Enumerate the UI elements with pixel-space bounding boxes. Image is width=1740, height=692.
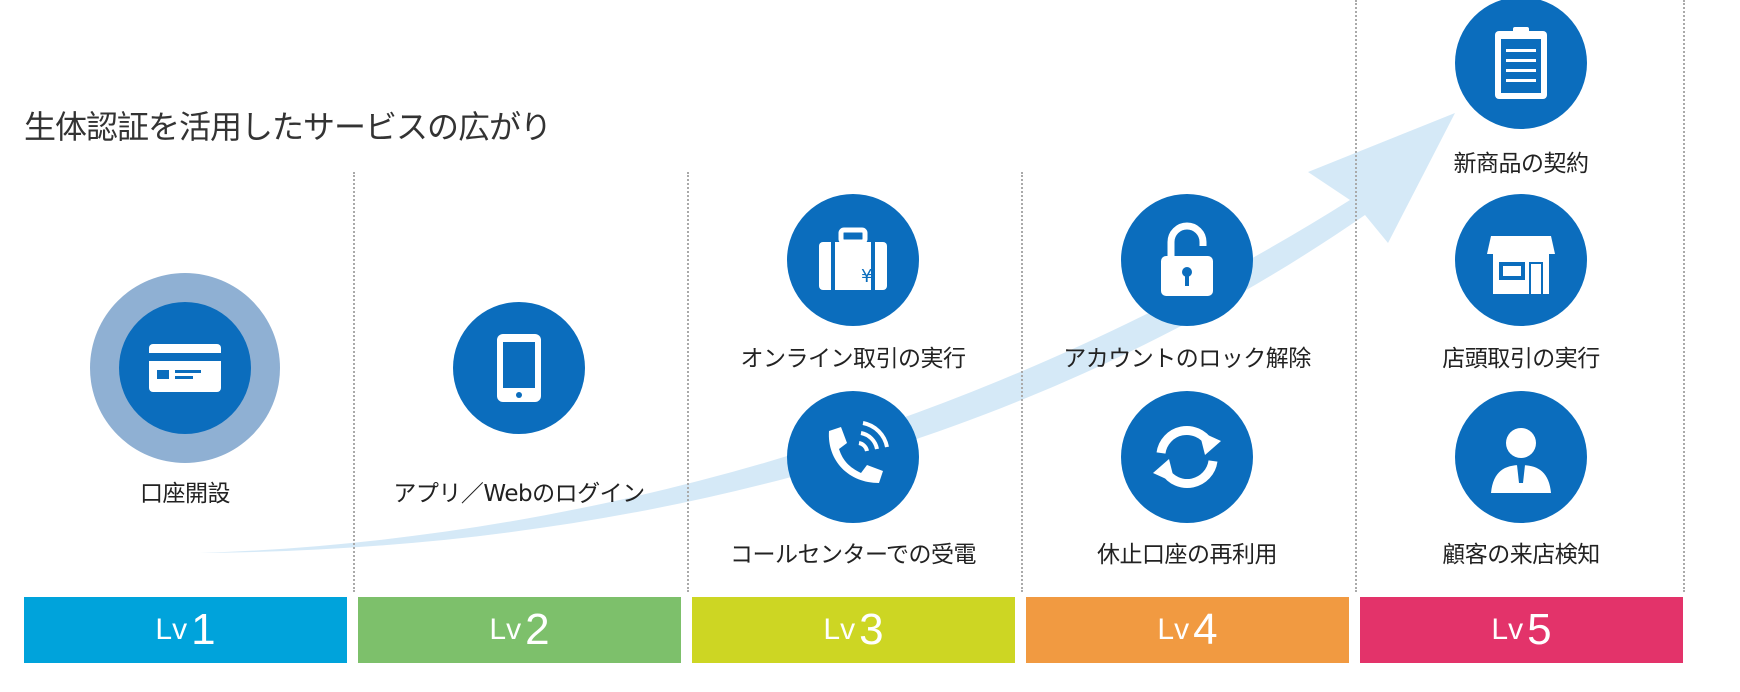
storefront-icon <box>1455 194 1587 326</box>
service-label: 休止口座の再利用 <box>1097 542 1278 568</box>
divider <box>1683 0 1685 592</box>
phone-call-icon <box>787 391 919 523</box>
service-label: 店頭取引の実行 <box>1442 346 1600 372</box>
divider <box>353 172 355 592</box>
level-prefix: Lv <box>155 613 188 646</box>
level-number: 1 <box>191 605 216 654</box>
level-number: 3 <box>859 605 884 654</box>
divider <box>1021 172 1023 592</box>
service-label: アプリ／Webのログイン <box>393 481 645 507</box>
service-label: オンライン取引の実行 <box>740 346 967 372</box>
service-label: 顧客の来店検知 <box>1442 542 1600 568</box>
divider <box>1355 0 1357 592</box>
level-prefix: Lv <box>1491 613 1524 646</box>
service-label: コールセンターでの受電 <box>729 542 977 568</box>
service-label: アカウントのロック解除 <box>1063 346 1311 372</box>
service-label: 口座開設 <box>140 481 231 507</box>
credit-card-icon <box>119 302 251 434</box>
page-title: 生体認証を活用したサービスの広がり <box>24 108 552 146</box>
divider <box>687 172 689 592</box>
level-number: 2 <box>525 605 550 654</box>
level-number: 5 <box>1527 605 1552 654</box>
briefcase-yen-icon: ¥ <box>787 194 919 326</box>
svg-text:¥: ¥ <box>861 266 872 287</box>
customer-person-icon <box>1455 391 1587 523</box>
service-label: 新商品の契約 <box>1453 151 1590 177</box>
clipboard-icon <box>1455 0 1587 129</box>
level-prefix: Lv <box>1157 613 1190 646</box>
tablet-icon <box>453 302 585 434</box>
level-number: 4 <box>1193 605 1218 654</box>
level-prefix: Lv <box>489 613 522 646</box>
unlocked-padlock-icon <box>1121 194 1253 326</box>
level-prefix: Lv <box>823 613 856 646</box>
refresh-arrows-icon <box>1121 391 1253 523</box>
